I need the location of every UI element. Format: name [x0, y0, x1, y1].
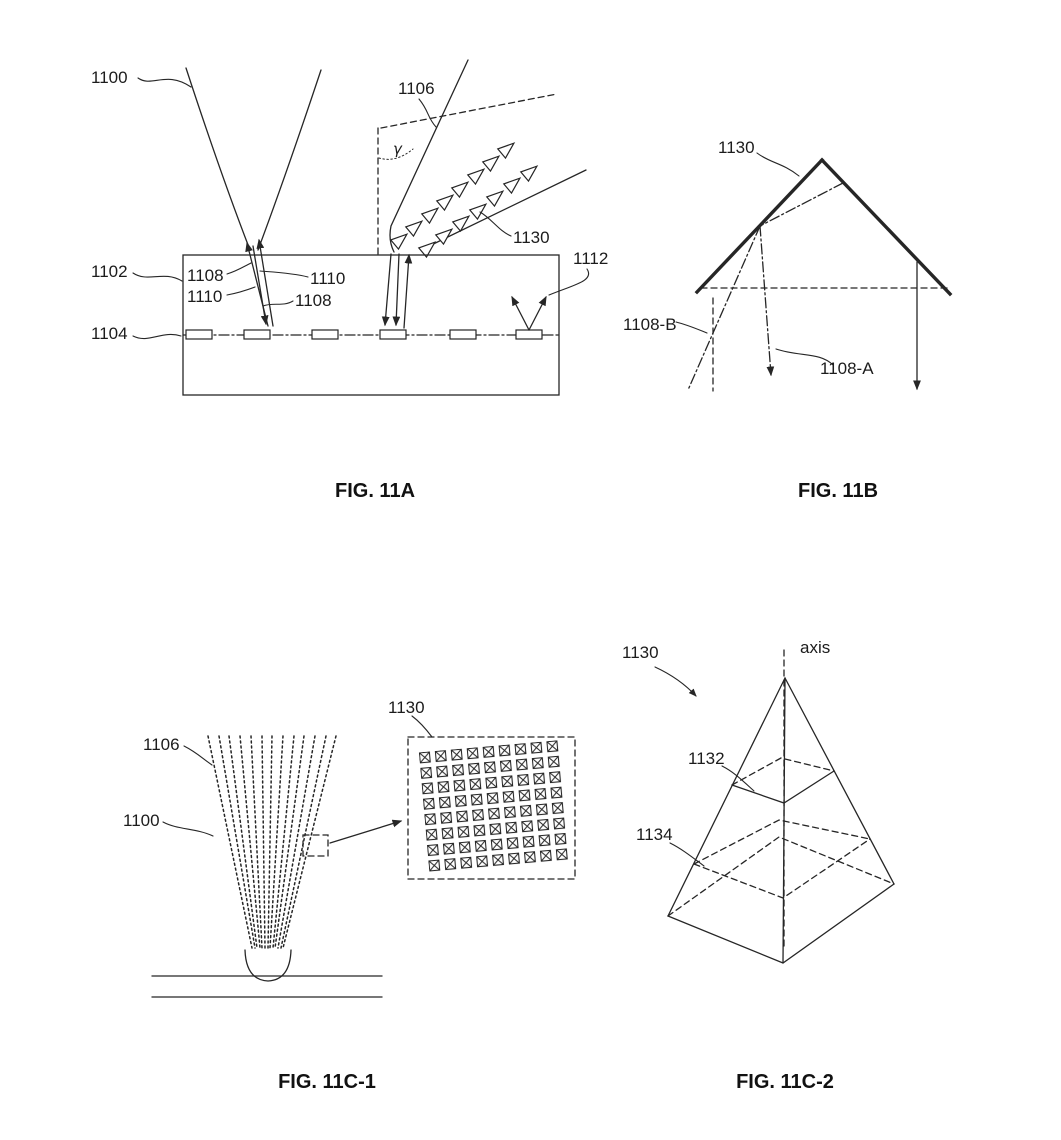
- fig-11b-diagram: 1130 1108-B 1108-A: [623, 138, 953, 392]
- prism-right-face: [819, 157, 953, 297]
- gamma-angle-arc: [378, 148, 414, 160]
- ref-label-1108-left: 1108: [187, 266, 224, 285]
- ref-label-1130: 1130: [513, 228, 550, 247]
- fig-11c1-leader-lines: [162, 715, 433, 837]
- fig-11a-diagram: 1100 1106 γ 1130 1102 1108 1110 1110 110…: [91, 59, 608, 396]
- fig-11a-leader-lines: [132, 77, 590, 340]
- fig-11c2-leader-lines: [669, 765, 755, 867]
- zoom-detail-box: [407, 736, 576, 880]
- zoom-region-box: [302, 834, 329, 857]
- refracted-ray-1108a: [759, 225, 775, 377]
- ref-label-1108-right: 1108: [295, 291, 332, 310]
- converging-ray-bundle: [207, 735, 337, 949]
- focus-dome: [244, 949, 292, 982]
- ref-label-1100: 1100: [91, 68, 128, 87]
- ref-label-1108-b: 1108-B: [623, 315, 677, 334]
- fig-11a-caption: FIG. 11A: [335, 480, 415, 502]
- beam-1100-right-edge: [257, 69, 322, 251]
- upper-section-hidden-edges: [731, 757, 835, 786]
- ray-arrows-center-cluster: [381, 253, 413, 329]
- fig-11b-leader-lines: [675, 152, 834, 366]
- gamma-angle-label: γ: [393, 140, 403, 158]
- ref-label-1112: 1112: [573, 249, 608, 268]
- ref-1130-arrow: [654, 666, 697, 697]
- beam-axis-dashed-line: [380, 93, 558, 129]
- ref-label-1106: 1106: [143, 735, 180, 754]
- pyramid-side-edges: [667, 676, 895, 917]
- ref-label-1104: 1104: [91, 324, 128, 343]
- pyramid-base-hidden-edges: [667, 836, 895, 917]
- ref-label-1134: 1134: [636, 825, 673, 844]
- ref-label-1130: 1130: [388, 698, 425, 717]
- grating-cell-grid: [418, 740, 571, 874]
- beam-1106-left-edge: [389, 59, 469, 253]
- substrate-outline: [182, 254, 560, 396]
- ref-label-1108-a: 1108-A: [820, 359, 874, 378]
- zoom-arrow: [329, 819, 403, 844]
- ref-label-1110-left: 1110: [187, 287, 222, 306]
- ref-label-1110-right: 1110: [310, 269, 345, 288]
- axis-label: axis: [800, 638, 830, 657]
- incident-ray: [759, 182, 844, 227]
- ray-arrows-1112-cluster: [511, 295, 547, 331]
- pixel-boxes: [185, 329, 543, 340]
- fig-11b-caption: FIG. 11B: [798, 480, 878, 502]
- ref-label-1132: 1132: [688, 749, 725, 768]
- fig-11c1-diagram: 1106 1100 1130: [123, 698, 576, 998]
- fig-11c2-diagram: axis 1130 1132 1134: [622, 638, 895, 964]
- ray-arrows-left-cluster: [245, 238, 274, 327]
- upper-section-front-edges: [731, 770, 835, 804]
- ref-label-1100: 1100: [123, 811, 160, 830]
- ref-label-1130: 1130: [718, 138, 755, 157]
- beam-1100-left-edge: [185, 67, 251, 251]
- fig-11c1-caption: FIG. 11C-1: [278, 1071, 376, 1093]
- refracted-ray-1108b: [687, 225, 761, 391]
- ref-label-1106: 1106: [398, 79, 435, 98]
- figure-captions: FIG. 11A FIG. 11B FIG. 11C-1 FIG. 11C-2: [278, 480, 878, 1093]
- beam-1106-right-edge: [420, 169, 587, 251]
- fig-11c2-caption: FIG. 11C-2: [736, 1071, 834, 1093]
- lower-section-hidden-edges: [693, 819, 871, 865]
- pyramid-base-front-edges: [667, 883, 895, 964]
- ref-label-1130: 1130: [622, 643, 659, 662]
- ref-label-1102: 1102: [91, 262, 128, 281]
- lower-section-front-edges: [693, 838, 871, 899]
